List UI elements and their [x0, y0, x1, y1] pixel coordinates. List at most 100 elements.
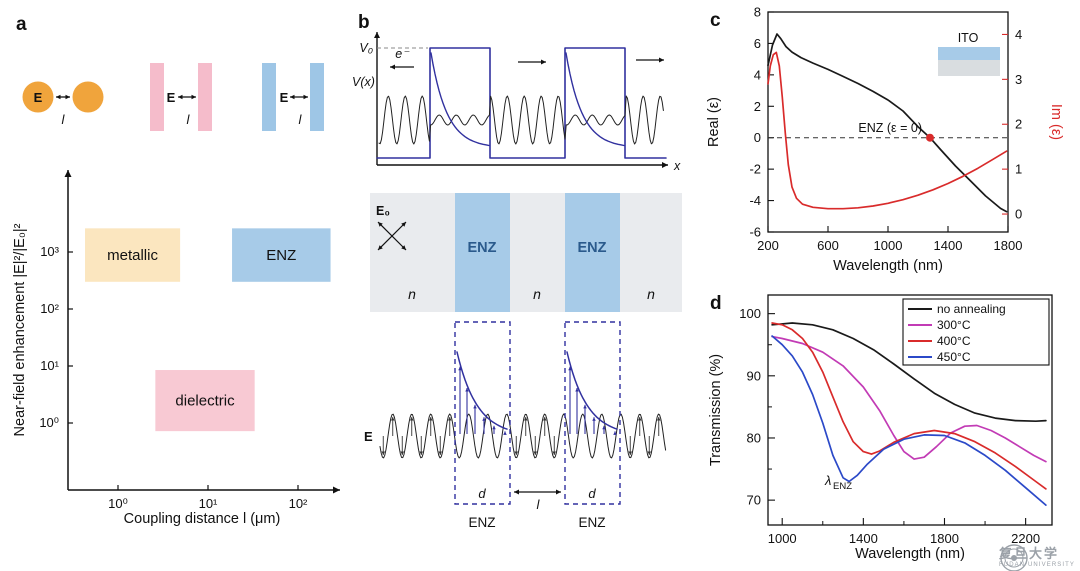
field-vector-head: [638, 417, 642, 421]
decay-field-vector-head: [492, 425, 496, 430]
panel-b: b V₀ V(x) x e⁻ E₀ ENZ ENZ n n n E d d l …: [352, 12, 682, 530]
panel-c-ylabel-right: Im (ε): [1048, 104, 1064, 140]
ito-inset-label: ITO: [958, 31, 979, 45]
decay-field-vector-head: [583, 404, 587, 409]
sphere-gap-arrow-head: [56, 94, 61, 100]
x-tick-label: 10⁰: [108, 496, 128, 511]
dielectric-slab: [198, 63, 212, 131]
x-tick-label: 1400: [934, 238, 963, 253]
plot-frame: [767, 294, 1053, 526]
decay-field-vector-head: [575, 388, 579, 392]
y-tick-label: 10⁰: [39, 415, 59, 430]
field-vector-head: [514, 451, 518, 455]
y-tick-label: 10³: [40, 244, 59, 259]
enz-bottom-label-right: ENZ: [579, 515, 606, 530]
field-vector-head: [657, 417, 661, 421]
decay-field-vector-head: [602, 425, 606, 430]
region-metallic: [85, 228, 181, 282]
tunneling-decay-curve: [565, 52, 625, 147]
y-tick-left-label: -4: [749, 193, 761, 208]
panel-a-xlabel: Coupling distance l (μm): [124, 511, 281, 527]
transmission-curve-300-C: [771, 335, 1047, 463]
legend-label-300c: 300°C: [937, 318, 971, 332]
watermark-en: FUDAN UNIVERSITY: [999, 562, 1075, 568]
enz-dashed-box: [564, 321, 621, 505]
enz-stripe-label-right: ENZ: [578, 240, 607, 256]
x-tick-label: 1800: [994, 238, 1023, 253]
enz-gap-arrow-head: [290, 94, 295, 100]
ito-film-layer: [938, 47, 1000, 60]
pair1-e-label: E: [34, 90, 43, 105]
y-tick-label: 80: [747, 430, 761, 445]
field-decay-envelope: [456, 351, 508, 430]
decay-field-vector-head: [503, 431, 507, 435]
enz-dashed-box: [454, 321, 511, 505]
x-tick-label: 200: [757, 238, 779, 253]
flow-arrow-head: [659, 57, 664, 63]
logo-center-dot: [1011, 554, 1018, 561]
field-vector-head: [647, 451, 651, 455]
legend: no annealing 300°C 400°C 450°C: [902, 298, 1050, 366]
n-region-label-1: n: [408, 286, 416, 302]
l-gap-arrow-head: [556, 489, 561, 495]
region-label-ENZ: ENZ: [266, 247, 296, 264]
e-field-label: E: [364, 429, 373, 444]
x-axis-head: [333, 486, 340, 494]
n-region-band: [370, 193, 682, 312]
pair3-l-label: l: [299, 112, 303, 127]
pair2-l-label: l: [187, 112, 191, 127]
decay-field-vector-head: [458, 366, 462, 371]
x-tick-label: 1400: [849, 531, 878, 546]
enz-marker: [926, 133, 934, 142]
y-tick-right-label: 0: [1015, 207, 1022, 222]
y-tick-label: 70: [747, 493, 761, 508]
panel-d-ylabel: Transmission (%): [708, 354, 724, 466]
y-tick-label: 90: [747, 368, 761, 383]
field-vector-head: [438, 451, 442, 455]
pair1-l-label: l: [62, 112, 66, 127]
real-epsilon-curve: [767, 33, 1008, 213]
field-vector-head: [524, 417, 528, 421]
sphere-gap-arrow-head: [65, 94, 70, 100]
enz-slab: [262, 63, 276, 131]
field-vector-head: [391, 417, 395, 421]
field-decay-envelope: [566, 351, 618, 430]
v-axis-head: [374, 32, 380, 38]
panel-a-label: a: [16, 14, 27, 35]
field-vector-head: [410, 417, 414, 421]
wavefunction: [378, 95, 664, 145]
enz-bottom-label-left: ENZ: [469, 515, 496, 530]
y-tick-right-label: 3: [1015, 72, 1022, 87]
panel-c-xlabel: Wavelength (nm): [833, 258, 943, 274]
enz-stripe-label-left: ENZ: [468, 240, 497, 256]
vx-axis-label: V(x): [352, 75, 375, 89]
slab-gap-arrow-head: [178, 94, 183, 100]
lambda-enz-annotation: λ: [824, 473, 831, 488]
transmission-curve-450-C: [771, 335, 1047, 506]
x-tick-label: 1800: [930, 531, 959, 546]
electron-label: e⁻: [395, 47, 410, 61]
legend-label-no-annealing: no annealing: [937, 302, 1006, 316]
panel-c-ylabel-left: Real (ε): [706, 97, 722, 147]
coupled-sphere: [22, 81, 54, 113]
pair2-e-label: E: [167, 90, 176, 105]
decay-field-vector-head: [568, 366, 572, 371]
x-axis-label: x: [673, 159, 681, 173]
field-vector-head: [543, 417, 547, 421]
field-vector-head: [552, 451, 556, 455]
y-tick-left-label: 0: [754, 130, 761, 145]
y-tick-left-label: 2: [754, 99, 761, 114]
fudan-logo: [1000, 543, 1028, 571]
d-thickness-label-left: d: [478, 486, 486, 501]
x-tick-label: 2200: [1011, 531, 1040, 546]
panel-a-ylabel: Near-field enhancement |E|²/|E₀|²: [12, 223, 28, 436]
region-ENZ: [232, 228, 331, 282]
decay-field-vector-head: [465, 388, 469, 392]
field-vector-head: [400, 451, 404, 455]
y-axis-head: [64, 170, 72, 177]
enz-slab: [310, 63, 324, 131]
